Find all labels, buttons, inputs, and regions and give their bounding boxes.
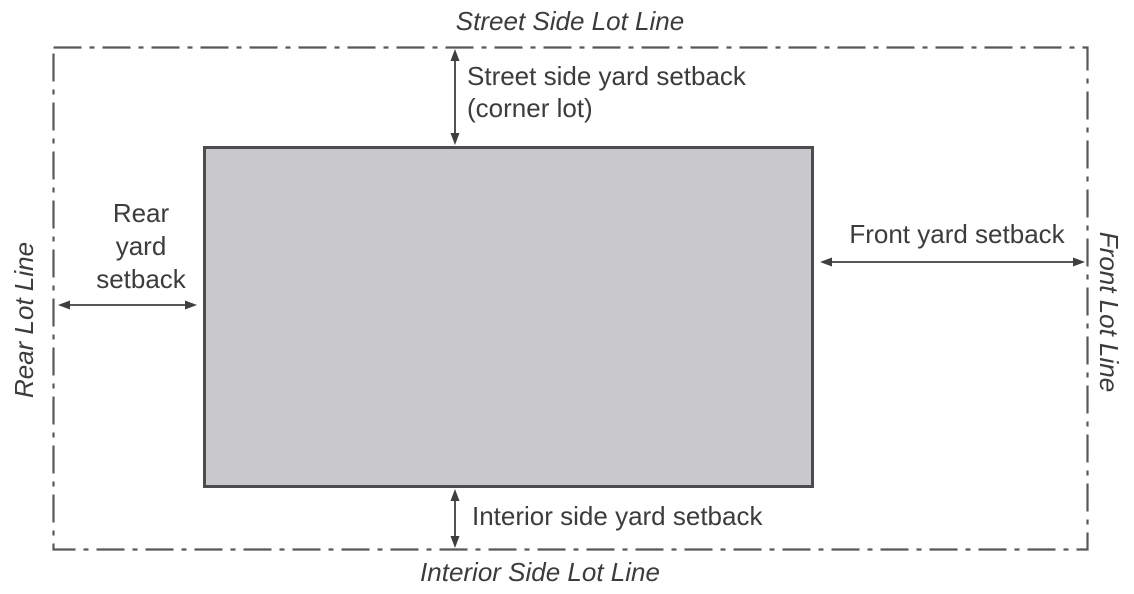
front-setback-label: Front yard setback — [849, 219, 1065, 249]
lot-boundary-line — [52, 46, 1089, 551]
street-side-setback-note: (corner lot) — [467, 93, 593, 123]
interior-side-lot-line-label: Interior Side Lot Line — [420, 557, 660, 587]
street-side-setback-text: Street side yard setback — [467, 61, 746, 91]
interior-side-setback-label: Interior side yard setback — [472, 501, 763, 531]
street-side-setback-label: Street side yard setback (corner lot) — [467, 60, 746, 124]
street-side-setback-arrow — [450, 49, 460, 145]
rear-lot-line-label: Rear Lot Line — [9, 241, 39, 399]
rear-setback-arrow — [58, 300, 197, 310]
rear-setback-label: Rear yard setback — [96, 198, 186, 294]
front-lot-line-label: Front Lot Line — [1094, 231, 1124, 393]
front-setback-arrow — [820, 257, 1085, 267]
building-footprint — [203, 146, 814, 488]
street-side-lot-line-label: Street Side Lot Line — [455, 6, 685, 36]
interior-side-setback-arrow — [450, 489, 460, 548]
